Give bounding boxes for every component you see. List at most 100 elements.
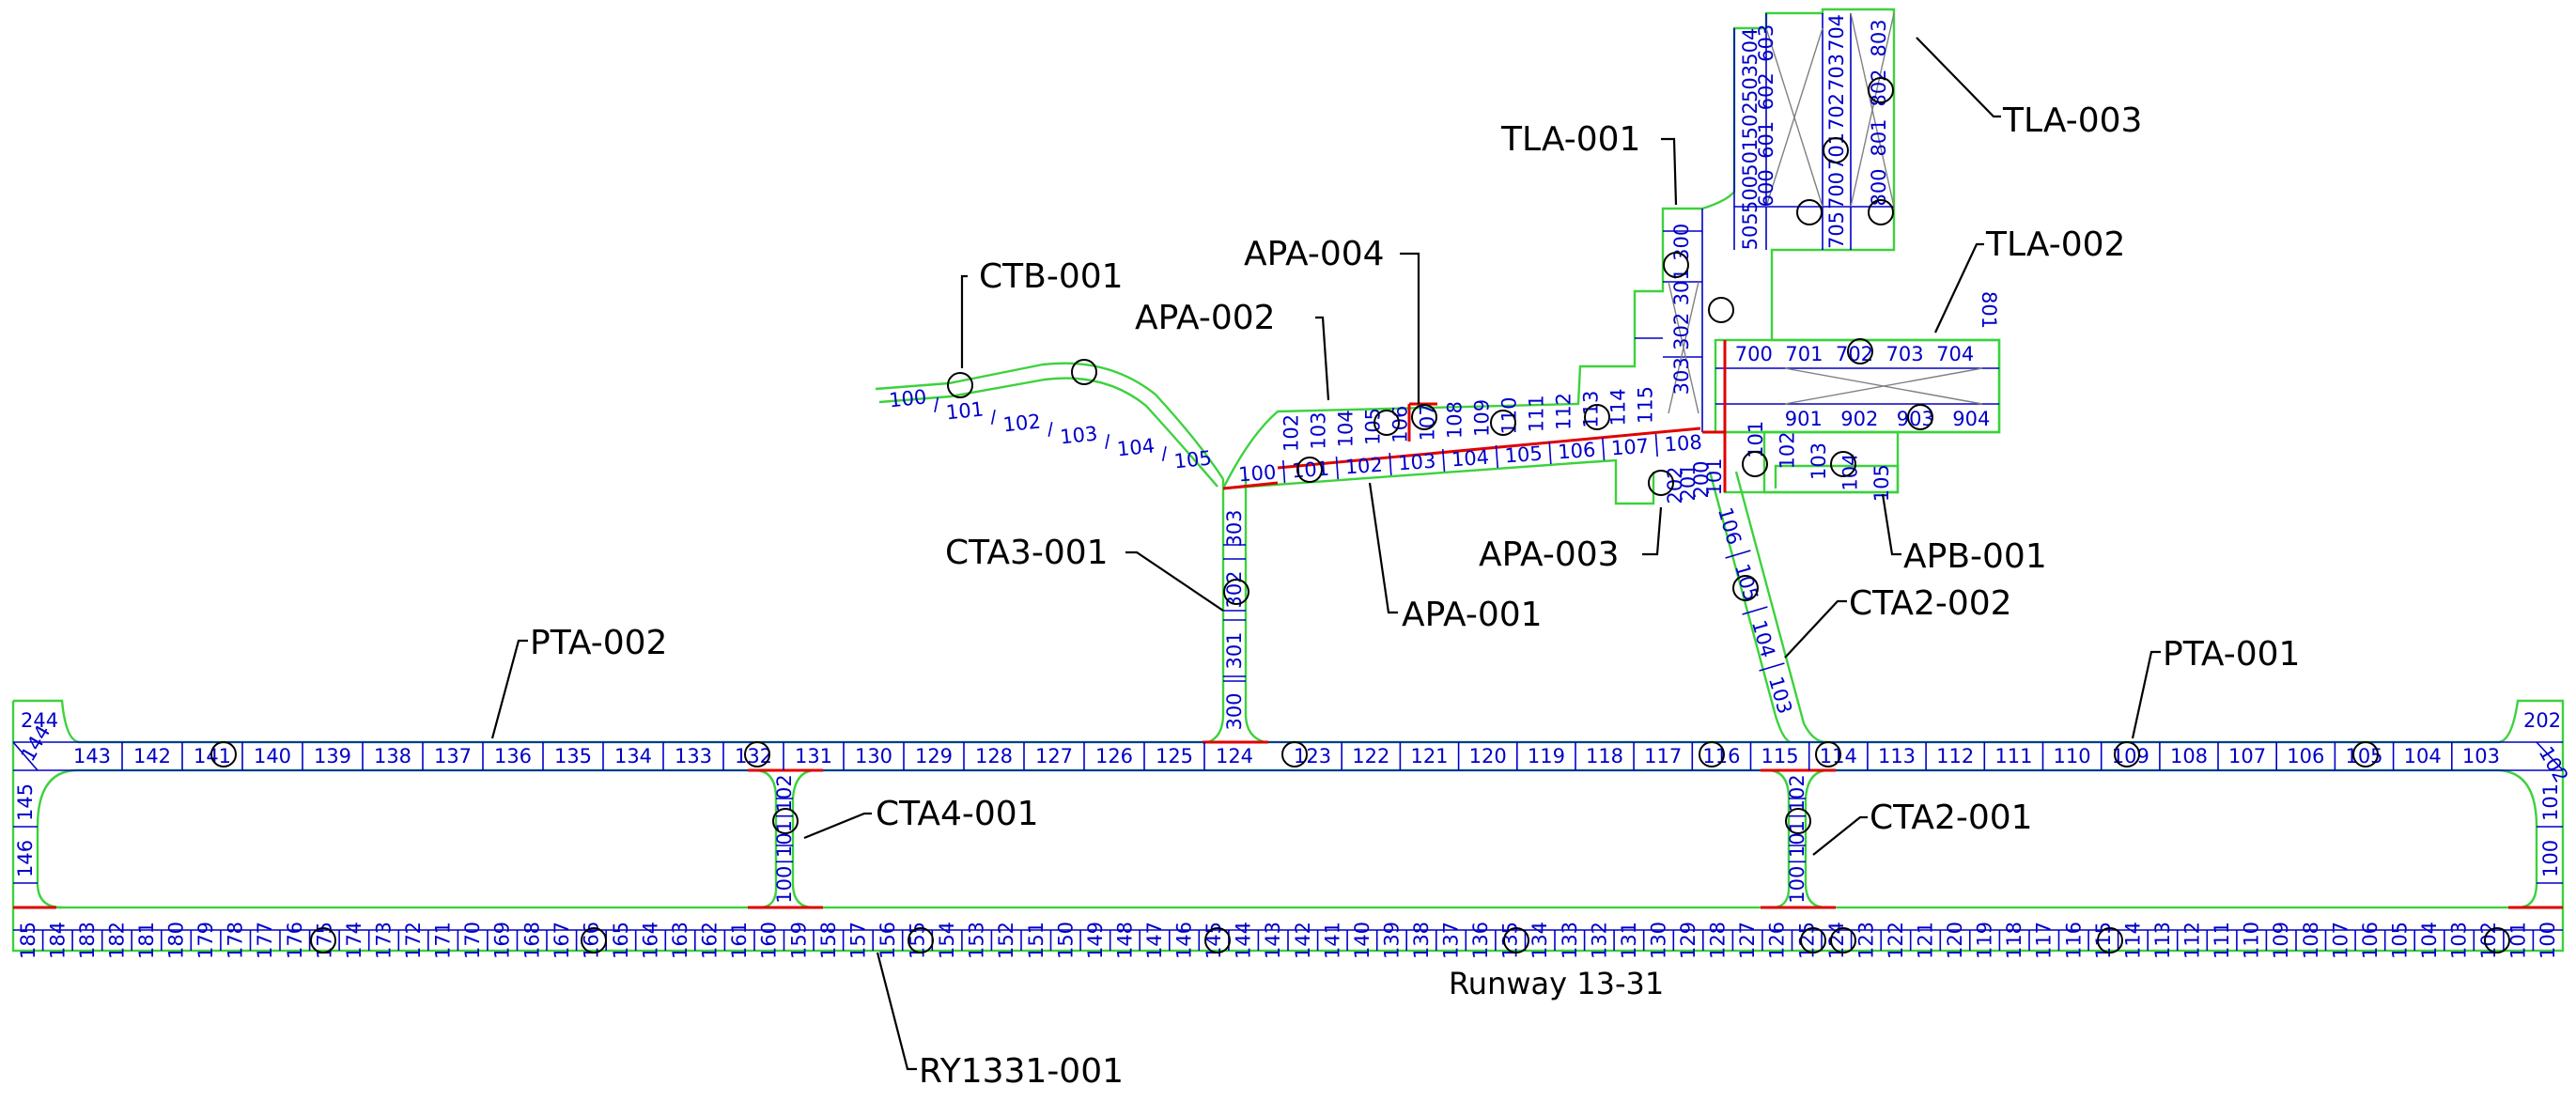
section-label-runway-67: 118: [2003, 922, 2025, 959]
section-label-runway-1: 184: [46, 922, 69, 959]
section-label-pta002-13: 130: [855, 745, 892, 768]
section-label-pta002-12: 131: [795, 745, 832, 768]
section-label-pta001-8: 115: [1761, 745, 1799, 768]
section-label-pta001-6: 117: [1644, 745, 1682, 768]
section-label-apb-2: 103: [1808, 442, 1830, 480]
section-label-ctb-5: 105: [1173, 446, 1213, 473]
section-label-runway-18: 167: [551, 922, 573, 959]
section-label-runway-2: 183: [76, 922, 99, 959]
section-label-runway-81: 104: [2418, 922, 2441, 959]
section-label-runway-61: 124: [1825, 922, 1848, 959]
section-label-pta001-5: 118: [1586, 745, 1623, 768]
marker-circle: [1847, 338, 1873, 364]
section-label-apatop-1: 103: [1308, 412, 1330, 450]
section-label-runway-28: 157: [846, 922, 869, 959]
section-label-tla003_800-0: 803: [1868, 19, 1890, 56]
section-label-apb-4: 105: [1870, 464, 1893, 502]
marker-circle: [1742, 451, 1768, 477]
section-label-runway-80: 105: [2388, 922, 2411, 959]
pta-side-100: 100: [2539, 840, 2562, 877]
section-grid: [12, 13, 2564, 931]
section-label-tla003_600-0: 603: [1755, 24, 1777, 62]
runway-title: Runway 13-31: [1449, 966, 1664, 1001]
section-label-pta001-19: 104: [2404, 745, 2442, 768]
callout-cta2-001: CTA2-001: [1870, 799, 2033, 837]
section-divider-cta2002-1: [1725, 550, 1751, 559]
section-label-runway-77: 108: [2300, 922, 2322, 959]
section-label-runway-82: 103: [2448, 922, 2471, 959]
section-label-tla002bot-3: 904: [1952, 408, 1990, 430]
section-label-apa003-1: 201: [1677, 463, 1699, 501]
marker-circle: [1663, 252, 1689, 278]
section-label-apatop-12: 114: [1607, 388, 1630, 426]
section-label-runway-29: 156: [877, 922, 899, 959]
section-label-pta002-3: 140: [254, 745, 291, 768]
callout-apa-004: APA-004: [1244, 235, 1385, 273]
section-label-runway-35: 150: [1054, 922, 1077, 959]
section-label-ctb-4: 104: [1116, 434, 1156, 460]
section-label-tla001-0: 300: [1670, 224, 1693, 261]
callout-pta-002: PTA-002: [530, 624, 667, 662]
section-label-tla002top-4: 704: [1936, 343, 1974, 365]
section-label-tla001-2: 302: [1670, 313, 1693, 350]
section-label-runway-74: 111: [2211, 922, 2233, 959]
section-label-pta001-2: 121: [1410, 745, 1448, 768]
callout-apa-002: APA-002: [1135, 299, 1276, 337]
section-label-runway-19: 166: [580, 922, 602, 959]
section-divider-cta2002-2: [1742, 606, 1768, 615]
section-divider-ctb-2: [990, 410, 996, 425]
section-label-runway-37: 148: [1113, 922, 1136, 959]
callout-leaders: [490, 37, 2161, 1071]
section-label-cta3-3: 300: [1223, 692, 1246, 730]
section-label-runway-11: 174: [343, 922, 365, 959]
section-label-runway-12: 173: [373, 922, 396, 959]
section-label-runway-32: 153: [966, 922, 988, 959]
marker-circle: [1708, 297, 1734, 323]
section-label-runway-46: 139: [1381, 922, 1404, 959]
section-label-ctb-1: 101: [945, 397, 985, 424]
section-divider-cta2002-3: [1759, 662, 1785, 672]
section-label-runway-59: 126: [1766, 922, 1789, 959]
section-label-tla003_600-2: 601: [1755, 121, 1777, 159]
section-label-tla002bot-1: 902: [1840, 408, 1878, 430]
section-label-apatop-3: 105: [1362, 408, 1385, 445]
slab-markers: [210, 77, 2510, 954]
section-label-cta4-0: 102: [773, 774, 796, 812]
section-label-apabot-3: 103: [1397, 450, 1436, 475]
section-label-tla002top-1: 701: [1785, 343, 1823, 365]
section-label-runway-60: 125: [1795, 922, 1818, 959]
section-label-pta002-11: 132: [735, 745, 772, 768]
pta-corner-102: 102: [2535, 743, 2573, 787]
section-label-apa003-3: 101: [1703, 457, 1726, 495]
section-label-runway-44: 141: [1321, 922, 1343, 959]
section-divider-apabot-4: [1442, 448, 1446, 473]
section-label-pta002-4: 139: [314, 745, 351, 768]
callout-apb-001: APB-001: [1903, 537, 2047, 576]
section-label-cta4-2: 100: [773, 866, 796, 904]
marker-circle: [2097, 927, 2123, 954]
marker-circle: [908, 927, 934, 954]
section-divider-apabot-6: [1548, 441, 1552, 465]
section-label-cta2002-0: 106: [1714, 504, 1746, 547]
section-label-tla003_700-5: 705: [1825, 211, 1848, 249]
section-label-apatop-6: 108: [1444, 401, 1466, 439]
section-label-runway-34: 151: [1025, 922, 1047, 959]
callout-apa-001: APA-001: [1402, 596, 1543, 634]
section-label-apabot-4: 104: [1451, 446, 1490, 472]
section-label-runway-16: 169: [491, 922, 514, 959]
section-label-runway-63: 122: [1885, 922, 1907, 959]
section-label-tla003_700-0: 704: [1825, 14, 1848, 52]
section-label-apatop-9: 111: [1526, 395, 1548, 432]
callout-tla-001: TLA-001: [1500, 120, 1640, 159]
section-label-tla003_700-1: 703: [1825, 54, 1848, 91]
section-divider-apabot-8: [1654, 433, 1658, 457]
marker-circle: [1281, 741, 1308, 768]
callout-cta3-001: CTA3-001: [945, 534, 1109, 572]
marker-circle: [1815, 741, 1841, 768]
section-divider-apabot-1: [1282, 459, 1286, 484]
callout-cta2-002: CTA2-002: [1849, 584, 2012, 623]
parallel-taxiway-outline: [11, 699, 2565, 909]
section-label-tla002bot-0: 901: [1785, 408, 1823, 430]
section-label-runway-13: 172: [402, 922, 425, 959]
section-label-runway-54: 131: [1618, 922, 1640, 959]
